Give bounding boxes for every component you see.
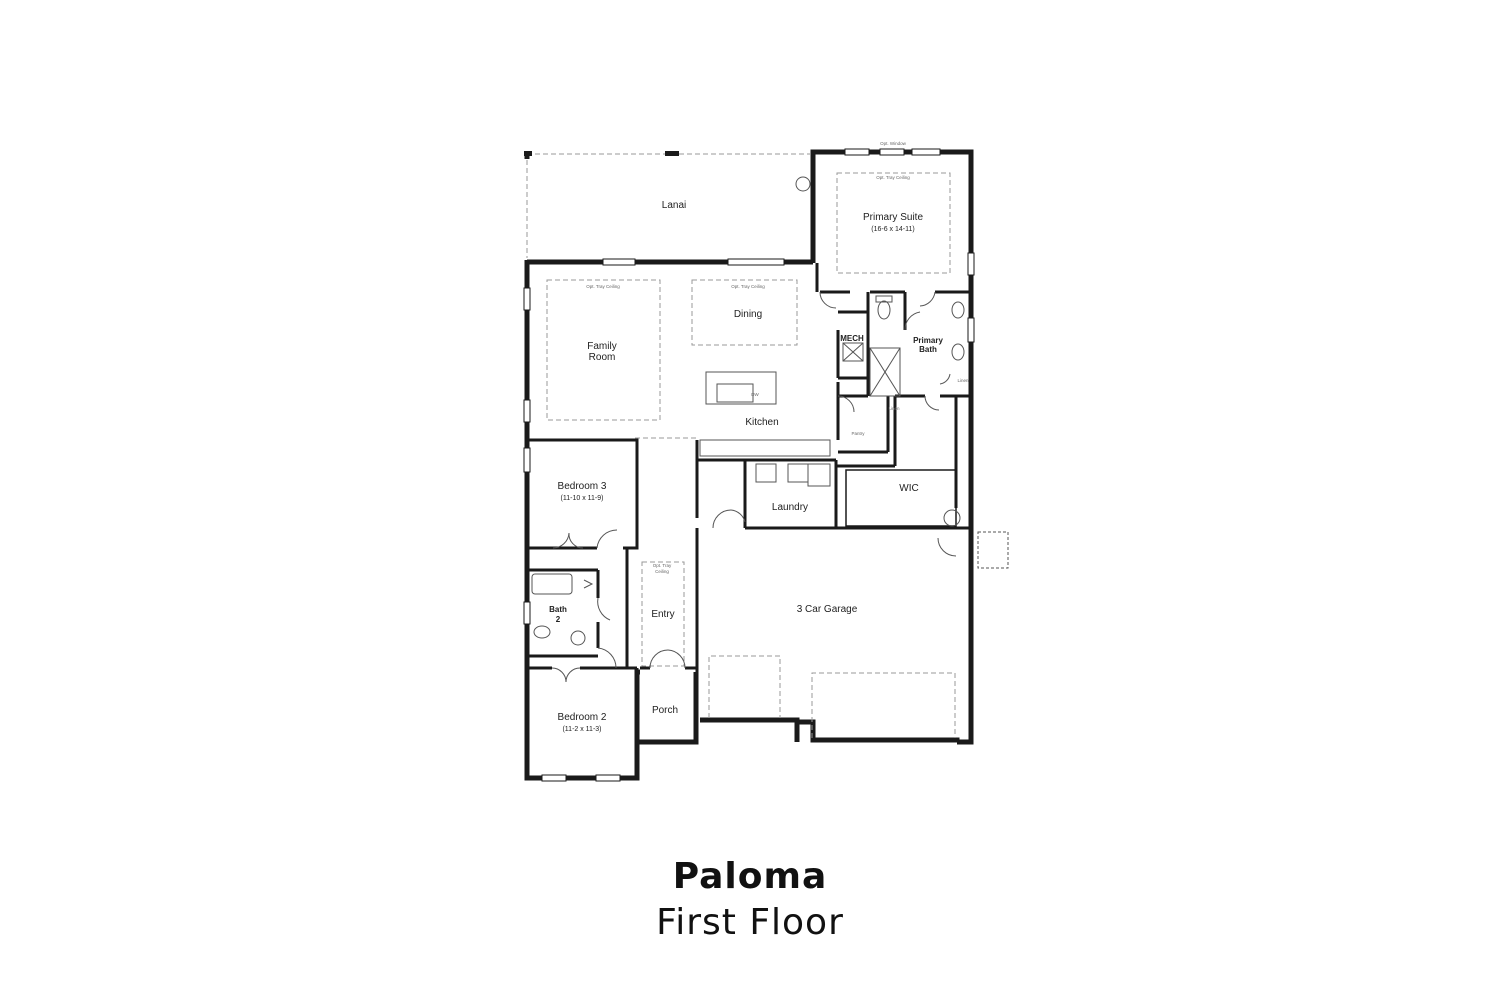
room-family-room-line1: Family bbox=[587, 341, 616, 352]
room-bath2-line1: Bath bbox=[549, 605, 567, 614]
plan-floor: First Floor bbox=[656, 902, 844, 943]
note-primary-tray: Opt. Tray Ceiling bbox=[876, 175, 910, 180]
room-primary-bath-line1: Primary bbox=[913, 336, 943, 345]
note-linen-bath: Linen bbox=[957, 378, 969, 383]
exterior-walls bbox=[524, 149, 974, 781]
room-bedroom2: Bedroom 2 bbox=[558, 712, 607, 723]
note-entry-tray-1: Opt. Tray bbox=[653, 563, 672, 568]
room-bath2-line2: 2 bbox=[556, 615, 561, 624]
room-wic: WIC bbox=[899, 483, 918, 494]
lanai-column bbox=[665, 151, 679, 156]
note-family-tray: Opt. Tray Ceiling bbox=[586, 284, 620, 289]
room-bedroom3: Bedroom 3 bbox=[558, 481, 607, 492]
room-laundry: Laundry bbox=[772, 502, 808, 513]
note-dining-tray: Opt. Tray Ceiling bbox=[731, 284, 765, 289]
dashed-outlines bbox=[546, 172, 956, 738]
room-primary-bath-line2: Bath bbox=[919, 345, 937, 354]
note-entry-tray-2: Ceiling bbox=[655, 569, 669, 574]
room-garage: 3 Car Garage bbox=[797, 604, 858, 615]
room-bedroom2-dim: (11-2 x 11-3) bbox=[562, 726, 601, 733]
room-bedroom3-dim: (11-10 x 11-9) bbox=[561, 495, 604, 502]
door-swings bbox=[551, 291, 957, 683]
room-kitchen: Kitchen bbox=[745, 417, 778, 428]
windows bbox=[523, 148, 975, 782]
lanai-outline bbox=[526, 153, 810, 258]
room-porch: Porch bbox=[652, 705, 678, 716]
note-linen-pantry: Linen bbox=[888, 406, 900, 411]
plan-name: Paloma bbox=[672, 856, 828, 897]
room-dining: Dining bbox=[734, 309, 762, 320]
room-mech: MECH bbox=[840, 334, 864, 343]
room-entry: Entry bbox=[651, 609, 674, 620]
note-pantry: Pantry bbox=[851, 431, 865, 436]
room-lanai: Lanai bbox=[662, 200, 686, 211]
note-opt-window: Opt. Window bbox=[880, 141, 907, 146]
interior-walls bbox=[527, 263, 971, 742]
room-primary-suite-dim: (16-6 x 14-11) bbox=[871, 226, 914, 233]
lanai-column bbox=[524, 151, 532, 156]
fixtures bbox=[531, 176, 1009, 646]
room-primary-suite: Primary Suite bbox=[863, 212, 923, 223]
note-dw: DW bbox=[751, 392, 759, 397]
garage-interior bbox=[845, 469, 957, 527]
room-family-room-line2: Room bbox=[589, 352, 616, 363]
